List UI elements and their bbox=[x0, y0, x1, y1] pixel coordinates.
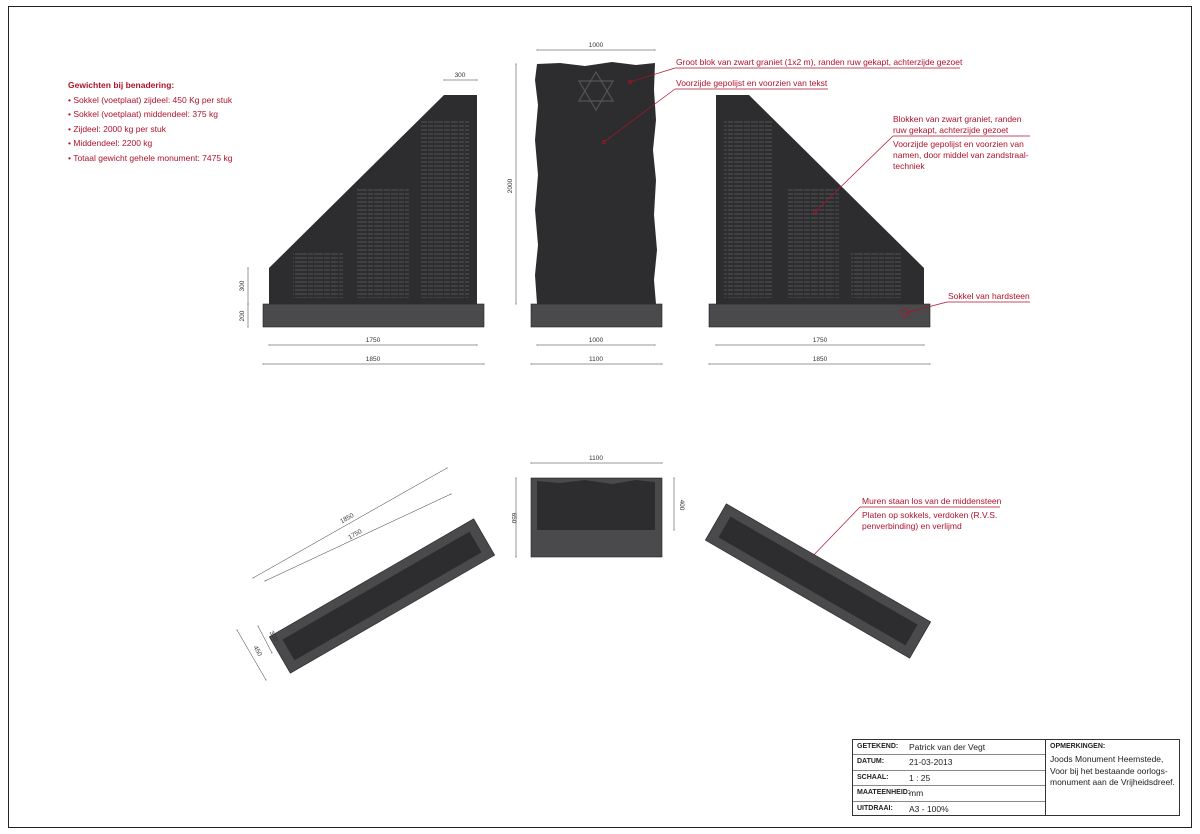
plan-left-wall bbox=[268, 518, 496, 674]
note-blocks: Blokken van zwart graniet, randen ruw ge… bbox=[893, 114, 1022, 136]
weights-item: Totaal gewicht gehele monument: 7475 kg bbox=[68, 151, 232, 166]
tb-label: MAATEENHEID: bbox=[857, 789, 911, 797]
dim-300-side: 300 bbox=[239, 280, 246, 291]
left-socle bbox=[262, 303, 485, 328]
dim-1750-right: 1750 bbox=[813, 337, 828, 344]
plan-dim-650: 650 bbox=[510, 513, 517, 524]
tb-label: DATUM: bbox=[857, 758, 885, 766]
tb-value: Patrick van der Vegt bbox=[909, 742, 986, 752]
weights-item: Sokkel (voetplaat) zijdeel: 450 Kg per s… bbox=[68, 93, 232, 108]
tb-remarks-label: OPMERKINGEN: bbox=[1050, 743, 1106, 750]
dim-200-side: 200 bbox=[239, 310, 246, 321]
center-element bbox=[530, 62, 663, 328]
right-socle bbox=[708, 303, 931, 328]
plan-dimensions bbox=[236, 462, 675, 681]
dim-1000-top: 1000 bbox=[589, 42, 604, 49]
dim-1850-right: 1850 bbox=[813, 356, 828, 363]
tb-row-datum: DATUM: 21-03-2013 bbox=[853, 755, 1045, 771]
plan-dim-300: 300 bbox=[268, 630, 280, 643]
tb-value: 1 : 25 bbox=[909, 772, 931, 783]
tb-remarks: OPMERKINGEN: Joods Monument Heemstede, V… bbox=[1045, 740, 1181, 816]
plan-dim-450: 450 bbox=[252, 645, 264, 658]
note-names: Voorzijde gepolijst en voorzien van name… bbox=[893, 139, 1029, 172]
note-names-line: Voorzijde gepolijst en voorzien van bbox=[893, 139, 1024, 149]
note-plates: Platen op sokkels, verdoken (R.V.S. penv… bbox=[862, 510, 997, 532]
star-of-david-icon bbox=[577, 70, 615, 112]
left-names-panel-1 bbox=[421, 120, 469, 298]
weights-item: Sokkel (voetplaat) middendeel: 375 kg bbox=[68, 107, 232, 122]
tb-row-maateenheid: MAATEENHEID: mm bbox=[853, 786, 1045, 802]
dim-1750-left: 1750 bbox=[366, 337, 381, 344]
dim-2000: 2000 bbox=[507, 178, 514, 193]
note-plates-line: penverbinding) en verlijmd bbox=[862, 521, 962, 531]
note-big-block: Groot blok van zwart graniet (1x2 m), ra… bbox=[676, 57, 963, 67]
weights-item: Middendeel: 2200 kg bbox=[68, 136, 232, 151]
note-names-line: namen, door middel van zandstraal- bbox=[893, 150, 1029, 160]
tb-value: mm bbox=[909, 788, 924, 799]
plan-dim-1850: 1850 bbox=[339, 512, 355, 525]
plan-view bbox=[268, 477, 932, 674]
note-walls: Muren staan los van de middensteen bbox=[862, 496, 1002, 506]
dim-1100-bottom: 1100 bbox=[589, 356, 603, 363]
note-blocks-line: ruw gekapt, achterzijde gezoet bbox=[893, 125, 1009, 135]
elevation-dimensions bbox=[247, 49, 931, 365]
plan-right-wall bbox=[704, 503, 932, 659]
annotation-leaders bbox=[602, 67, 1030, 563]
tb-value: A3 - 100% bbox=[909, 803, 949, 814]
weights-title: Gewichten bij benadering: bbox=[68, 80, 175, 90]
drawing-frame bbox=[8, 6, 1192, 828]
weights-list: Gewichten bij benadering: Sokkel (voetpl… bbox=[68, 78, 232, 166]
note-names-line: techniek bbox=[893, 161, 925, 171]
dim-1000-bottom: 1000 bbox=[589, 337, 604, 344]
tb-label: GETEKEND: bbox=[857, 743, 899, 750]
plan-dim-400: 400 bbox=[678, 500, 685, 511]
title-block: GETEKEND: Patrick van der Vegt DATUM: 21… bbox=[852, 739, 1180, 816]
tb-value: 21-03-2013 bbox=[909, 757, 953, 768]
tb-label: SCHAAL: bbox=[857, 773, 889, 781]
left-names-panel-3 bbox=[293, 252, 343, 298]
right-names-panel-1 bbox=[724, 120, 772, 298]
right-names-panel-3 bbox=[851, 252, 901, 298]
note-front-text: Voorzijde gepolijst en voorzien van teks… bbox=[676, 78, 828, 88]
left-side-element bbox=[262, 95, 485, 328]
right-side-element bbox=[708, 95, 931, 328]
plan-dim-1100: 1100 bbox=[589, 455, 603, 462]
note-socle: Sokkel van hardsteen bbox=[948, 291, 1030, 301]
dim-1850-left: 1850 bbox=[366, 356, 381, 363]
plan-dim-1750: 1750 bbox=[347, 528, 363, 541]
tb-row-getekend: GETEKEND: Patrick van der Vegt bbox=[853, 740, 1045, 756]
weights-item: Zijdeel: 2000 kg per stuk bbox=[68, 122, 232, 137]
center-socle bbox=[530, 303, 663, 328]
tb-row-schaal: SCHAAL: 1 : 25 bbox=[853, 771, 1045, 787]
plan-center-block bbox=[537, 480, 655, 530]
dim-300-top: 300 bbox=[455, 72, 466, 79]
note-plates-line: Platen op sokkels, verdoken (R.V.S. bbox=[862, 510, 998, 520]
right-names-panel-2 bbox=[787, 187, 839, 298]
tb-label: UITDRAAI: bbox=[857, 804, 893, 812]
left-names-panel-2 bbox=[357, 187, 409, 298]
tb-row-uitdraai: UITDRAAI: A3 - 100% bbox=[853, 802, 1045, 817]
tb-remarks-value: Joods Monument Heemstede, Voor bij het b… bbox=[1050, 754, 1175, 787]
note-blocks-line: Blokken van zwart graniet, randen bbox=[893, 114, 1022, 124]
center-granite-block bbox=[535, 62, 657, 304]
